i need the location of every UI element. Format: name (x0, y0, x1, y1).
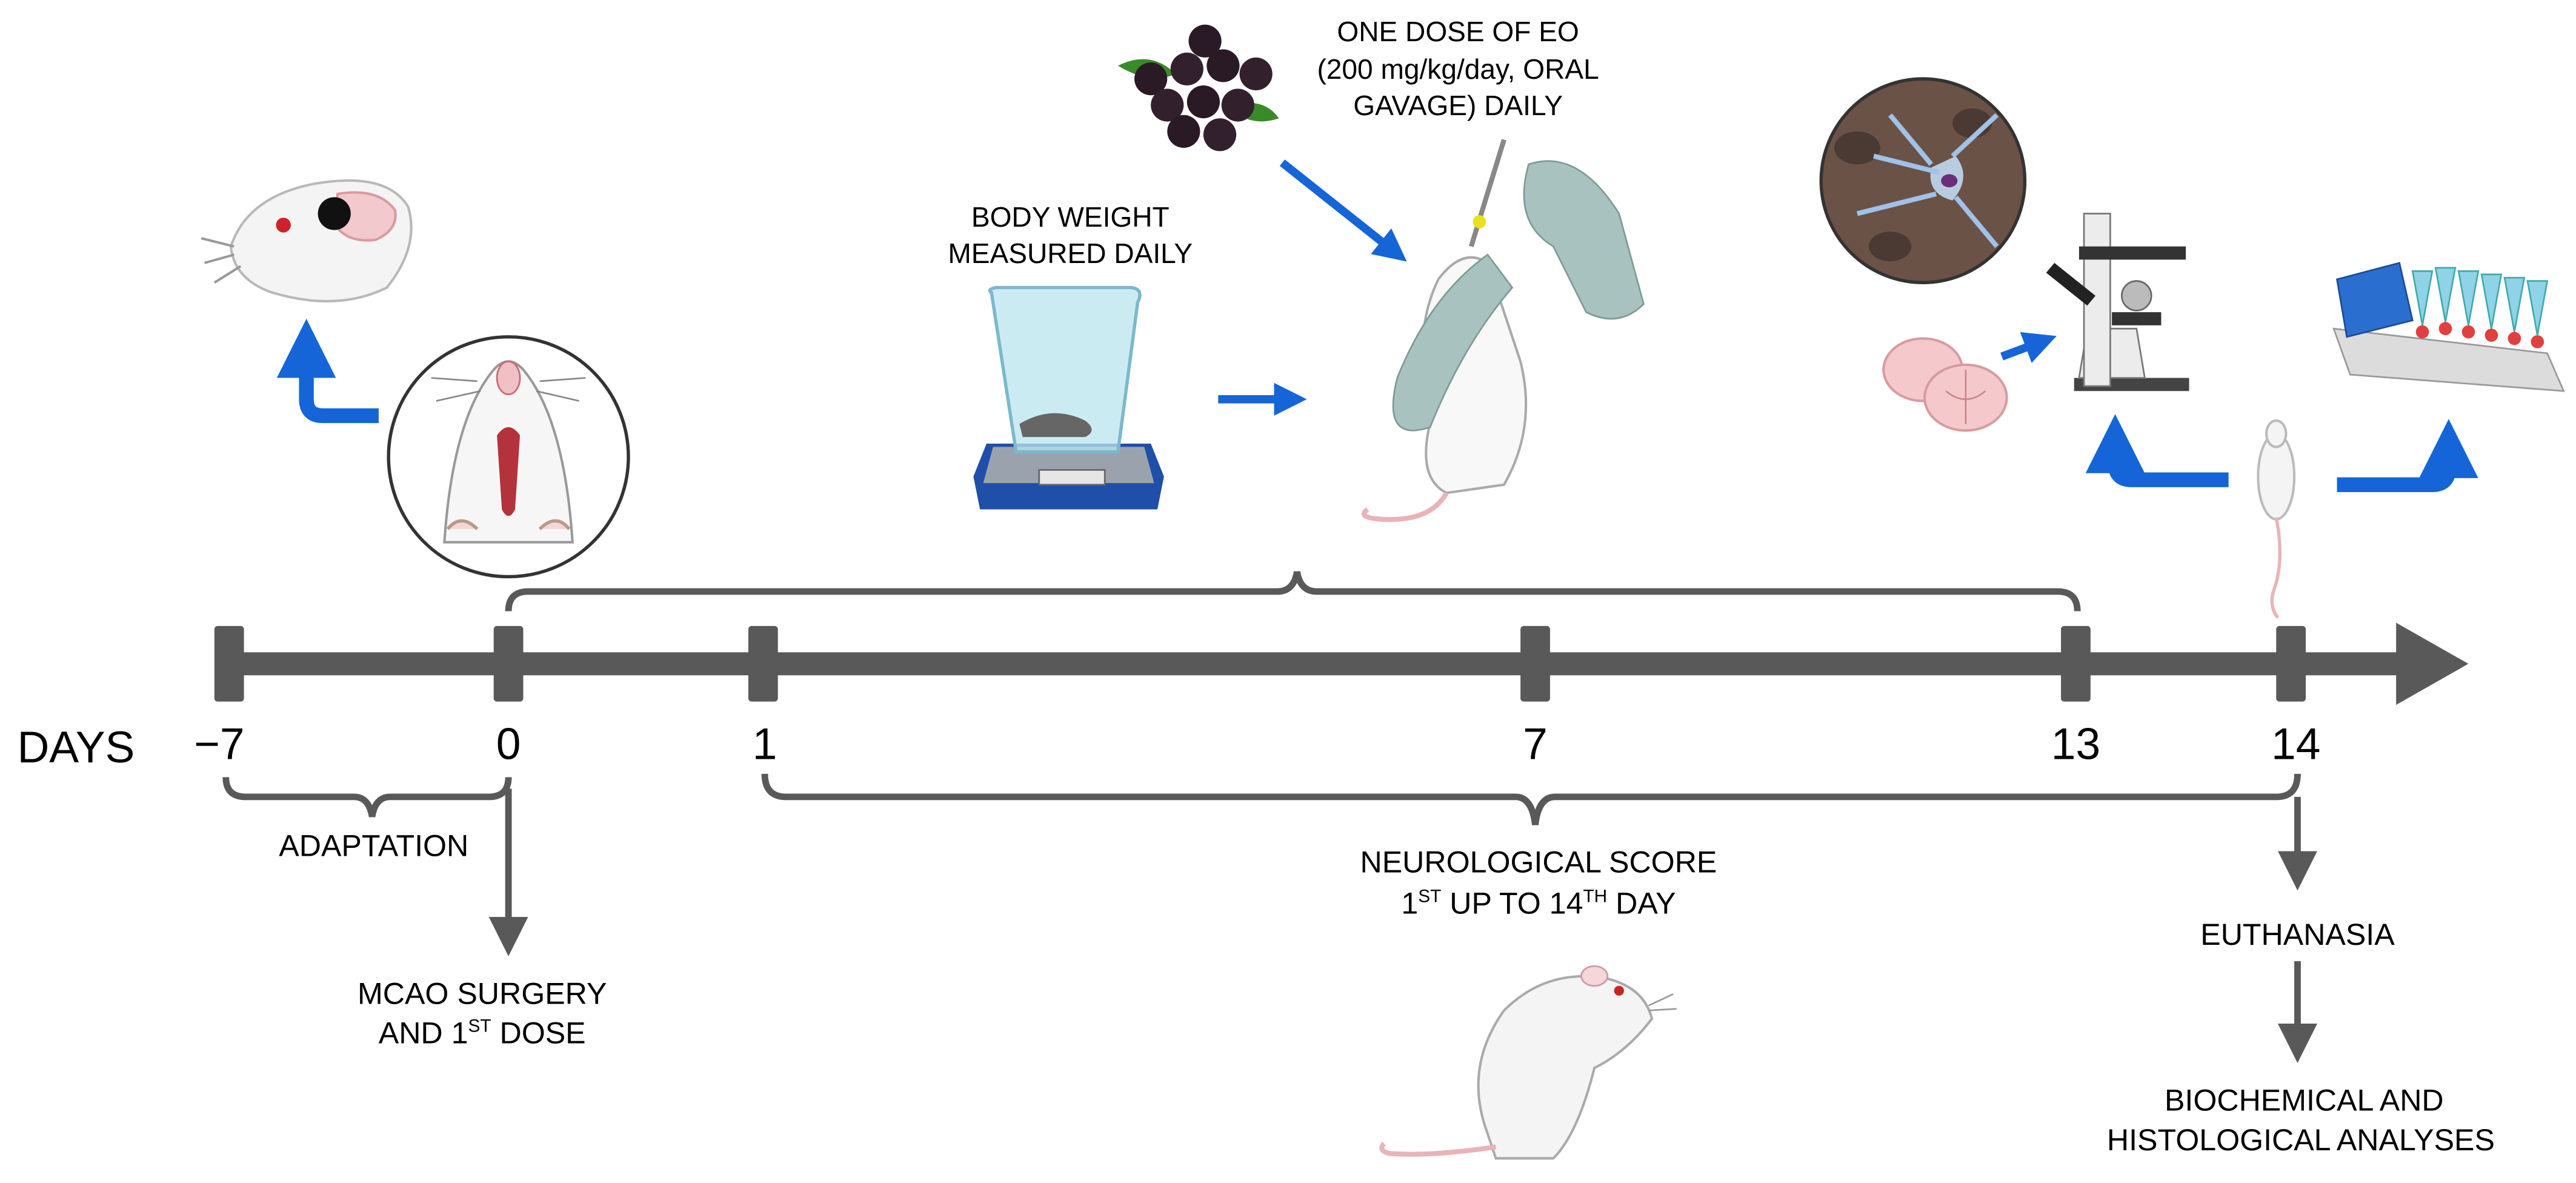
rat-head-arrow (276, 318, 379, 424)
microscope-icon (2046, 213, 2189, 392)
neuron-micrograph-icon (1819, 77, 2027, 285)
treatment-period-brace (505, 571, 2081, 611)
rat-surgery-icon (387, 335, 630, 579)
body-weight-label-line1: BODY WEIGHT (971, 201, 1170, 233)
berries-to-gavage-arrow (1279, 159, 1407, 262)
grey-arrows (488, 788, 2318, 1064)
day-label: 1 (753, 719, 777, 769)
annotation-text: ADAPTATION MCAO SURGERY AND 1ST DOSE BOD… (279, 16, 2495, 1157)
rat-body-icon (2257, 419, 2296, 619)
neuro-text: DAY (1607, 886, 1676, 920)
days-axis-label: DAYS (17, 722, 135, 772)
neuro-score-label-line1: NEUROLOGICAL SCORE (1360, 845, 1717, 879)
body-weight-label-line2: MEASURED DAILY (948, 238, 1193, 269)
analyses-label-line1: BIOCHEMICAL AND (2165, 1084, 2444, 1118)
dose-label-line2: (200 mg/kg/day, ORAL (1317, 53, 1599, 85)
neuro-text: 1 (1401, 886, 1418, 920)
timeline-bar (227, 652, 2413, 676)
dose-label-line3: GAVAGE) DAILY (1353, 90, 1563, 121)
histology-branch-arrow (2085, 414, 2229, 487)
tick-day-minus7 (214, 625, 244, 702)
adaptation-brace (222, 777, 512, 818)
timeline-arrowhead (2396, 622, 2469, 705)
day-label: 14 (2271, 719, 2320, 769)
neuro-score-label-line2: 1ST UP TO 14TH DAY (1401, 886, 1676, 920)
gavage-gloved-hand-icon (1362, 139, 1645, 522)
centrifuge-icon (2332, 262, 2565, 392)
superscript: ST (468, 1016, 491, 1036)
dose-label-line1: ONE DOSE OF EO (1337, 16, 1579, 47)
braces (222, 571, 2301, 825)
blue-arrows (276, 159, 2478, 492)
tick-day-1 (748, 625, 778, 702)
standing-rat-icon (1379, 965, 1677, 1160)
surgery-text: AND 1 (379, 1016, 468, 1050)
surgery-label-line1: MCAO SURGERY (358, 976, 607, 1010)
rat-head-brain-icon (201, 179, 413, 303)
superscript: TH (1583, 886, 1607, 906)
superscript: ST (1418, 886, 1441, 906)
neuro-text: UP TO 14 (1441, 886, 1583, 920)
surgery-text: DOSE (491, 1016, 586, 1050)
slices-to-microscope-arrow (2000, 332, 2057, 363)
day-label: 13 (2051, 719, 2100, 769)
acai-berries-icon (1117, 24, 1279, 152)
neurological-score-brace (761, 773, 2301, 825)
tick-day-13 (2061, 625, 2091, 702)
day-labels: DAYS −7 0 1 7 13 14 (17, 719, 2320, 772)
day-label: 7 (1523, 719, 1548, 769)
analyses-label-line2: HISTOLOGICAL ANALYSES (2107, 1123, 2495, 1157)
adaptation-label: ADAPTATION (279, 828, 468, 862)
timeline (214, 622, 2469, 705)
day-label: −7 (194, 719, 244, 769)
brain-slices-icon (1882, 337, 2008, 432)
surgery-label-line2: AND 1ST DOSE (379, 1016, 586, 1050)
tick-day-14 (2276, 625, 2306, 702)
euthanasia-label: EUTHANASIA (2200, 918, 2395, 951)
scale-beaker-icon (973, 285, 1164, 510)
biochem-branch-arrow (2337, 419, 2478, 492)
tick-day-0 (493, 625, 524, 702)
tick-day-7 (1520, 625, 1550, 702)
day-label: 0 (496, 719, 521, 769)
